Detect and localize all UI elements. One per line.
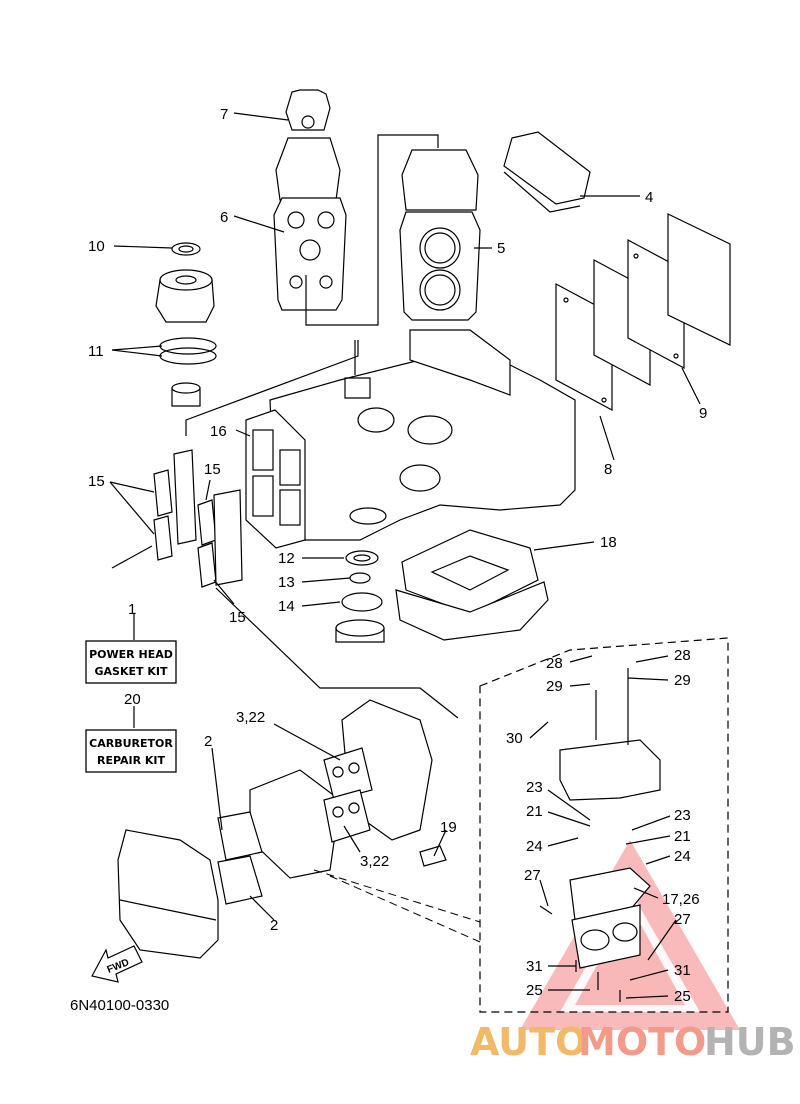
diagram-code: 6N40100-0330 bbox=[70, 997, 169, 1014]
callout-28-left: 28 bbox=[546, 655, 563, 672]
callout-2-top: 2 bbox=[204, 733, 212, 750]
callout-23-left: 23 bbox=[526, 779, 543, 796]
reed-valve-parts bbox=[111, 409, 459, 719]
carburetor-detail-box bbox=[313, 637, 729, 1013]
callout-16: 16 bbox=[210, 423, 227, 440]
seal-and-housing-parts bbox=[155, 242, 359, 436]
watermark-auto: AUTO bbox=[470, 1020, 587, 1064]
callout-15-left: 15 bbox=[88, 473, 105, 490]
callout-20: 20 bbox=[124, 691, 141, 708]
power-head-kit-line2: GASKET KIT bbox=[95, 665, 168, 678]
callout-leader-lines bbox=[109, 112, 701, 999]
callout-4: 4 bbox=[645, 189, 653, 206]
power-head-kit-line1: POWER HEAD bbox=[89, 648, 173, 661]
callout-31-right: 31 bbox=[674, 962, 691, 979]
intake-manifold-part bbox=[217, 699, 447, 905]
callout-3-22-bottom: 3,22 bbox=[360, 853, 389, 870]
callout-7: 7 bbox=[220, 106, 228, 123]
carburetor-kit-line1: CARBURETOR bbox=[89, 737, 173, 750]
callout-24-right: 24 bbox=[674, 848, 691, 865]
callout-29-left: 29 bbox=[546, 678, 563, 695]
crankcase-block-part bbox=[269, 329, 576, 541]
callout-2-bottom: 2 bbox=[270, 917, 278, 934]
callout-21-right: 21 bbox=[674, 828, 691, 845]
cylinder-head-gasket-part bbox=[399, 149, 481, 321]
watermark-moto: MOTO bbox=[578, 1020, 706, 1064]
callout-28-right: 28 bbox=[674, 647, 691, 664]
carburetor-repair-kit-box: CARBURETOR REPAIR KIT bbox=[85, 729, 177, 773]
callout-12: 12 bbox=[278, 550, 295, 567]
callout-15-top: 15 bbox=[204, 461, 221, 478]
callout-21-left: 21 bbox=[526, 803, 543, 820]
callout-11: 11 bbox=[88, 343, 104, 360]
callout-9: 9 bbox=[699, 405, 707, 422]
callout-15-bottom: 15 bbox=[229, 609, 246, 626]
callout-10: 10 bbox=[88, 238, 105, 255]
callout-24-left: 24 bbox=[526, 838, 543, 855]
power-head-gasket-kit-box: POWER HEAD GASKET KIT bbox=[85, 640, 177, 684]
callout-27-left: 27 bbox=[524, 867, 541, 884]
fwd-arrow-icon: FWD bbox=[91, 945, 143, 983]
callout-1: 1 bbox=[128, 601, 136, 618]
callout-13: 13 bbox=[278, 574, 295, 591]
callout-18: 18 bbox=[600, 534, 617, 551]
callout-17-26: 17,26 bbox=[662, 891, 700, 908]
callout-8: 8 bbox=[604, 461, 612, 478]
callout-29-right: 29 bbox=[674, 672, 691, 689]
callout-25-right: 25 bbox=[674, 988, 691, 1005]
cylinder-head-cover-part bbox=[273, 89, 439, 326]
callout-27-right: 27 bbox=[674, 911, 691, 928]
callout-30: 30 bbox=[506, 730, 523, 747]
callout-19: 19 bbox=[440, 819, 457, 836]
oil-seal-parts bbox=[335, 550, 385, 643]
exhaust-cover-parts bbox=[503, 131, 731, 412]
callout-labels: 7 6 10 11 5 4 8 9 16 15 15 15 12 13 14 1… bbox=[88, 106, 707, 1005]
callout-5: 5 bbox=[497, 240, 505, 257]
callout-23-right: 23 bbox=[674, 807, 691, 824]
callout-31-left: 31 bbox=[526, 958, 543, 975]
carburetor-kit-line2: REPAIR KIT bbox=[97, 754, 166, 767]
watermark-text: AUTO MOTO HUB bbox=[470, 1020, 796, 1064]
callout-14: 14 bbox=[278, 598, 295, 615]
lower-gasket-part bbox=[395, 529, 549, 641]
callout-6: 6 bbox=[220, 209, 228, 226]
watermark-hub: HUB bbox=[704, 1020, 796, 1064]
callout-3-22-top: 3,22 bbox=[236, 709, 265, 726]
callout-25-left: 25 bbox=[526, 982, 543, 999]
top-cowling-part bbox=[117, 829, 219, 959]
